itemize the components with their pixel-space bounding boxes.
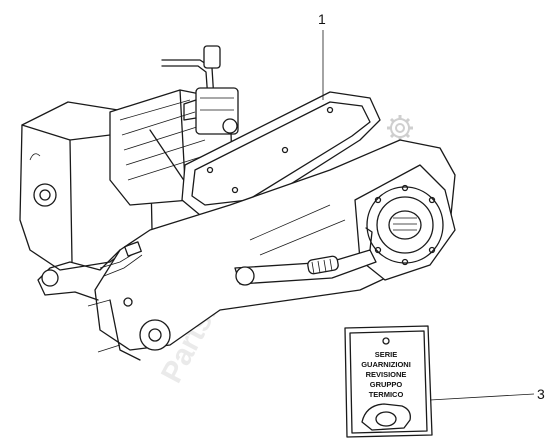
kickstart-lever xyxy=(234,227,377,286)
callout-number-1: 1 xyxy=(318,11,326,27)
gasket-outline-icon xyxy=(361,403,411,431)
variator-cover xyxy=(181,91,381,216)
gasket-label-line-1: SERIE xyxy=(375,350,398,359)
callout-engine-assembly: 1 xyxy=(318,11,326,100)
engine-assembly xyxy=(19,45,456,361)
wiring xyxy=(87,241,143,353)
callout-gasket-kit: 3 xyxy=(429,386,545,402)
rear-hub xyxy=(354,164,456,281)
callout-number-3: 3 xyxy=(537,386,545,402)
gasket-label-line-2: GUARNIZIONI xyxy=(361,360,411,369)
gasket-label-line-5: TERMICO xyxy=(369,390,404,399)
gasket-kit-label: SERIE GUARNIZIONI REVISIONE GRUPPO TERMI… xyxy=(344,325,433,438)
gasket-label-line-3: REVISIONE xyxy=(366,370,407,379)
carburettor xyxy=(161,45,239,135)
gear-icon xyxy=(387,115,413,141)
crankcase xyxy=(37,139,456,361)
gasket-label-line-4: GRUPPO xyxy=(370,380,403,389)
